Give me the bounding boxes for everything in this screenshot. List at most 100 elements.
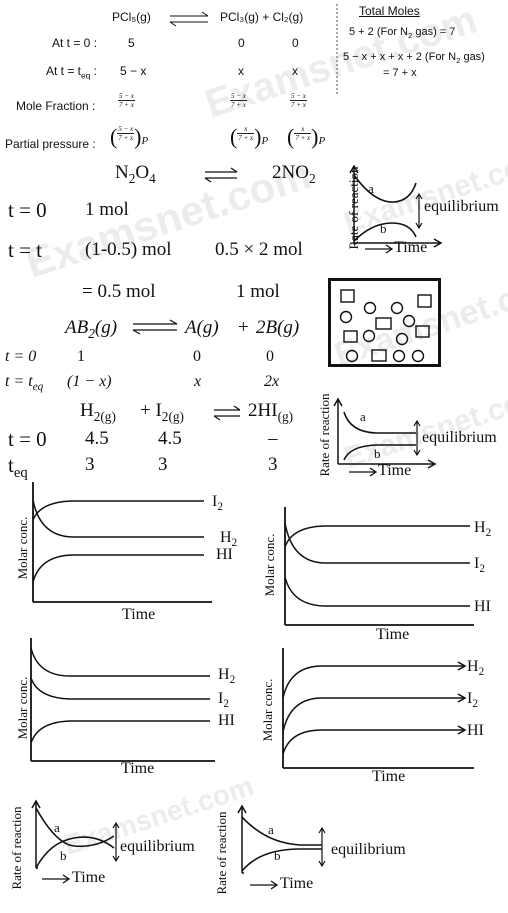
particle-box — [328, 278, 441, 367]
label-b: b — [374, 446, 381, 461]
n2o4-tt-reactant: (1-0.5) mol — [85, 239, 172, 260]
i2-label: I2 — [218, 690, 229, 711]
ab2-reactant: AB2(g) — [65, 317, 118, 341]
ab2-t0-c: 0 — [266, 348, 274, 365]
i2-label: I2 — [467, 690, 478, 711]
conc-graph-ylabel: Molar conc. — [262, 533, 277, 597]
n2o4-tt-product: 0.5 × 2 mol — [215, 239, 303, 260]
label-a: a — [368, 181, 374, 196]
h2-label: H2 — [220, 529, 238, 550]
h2i2-product: 2HI(g) — [248, 400, 294, 424]
ab2-product-b: 2B(g) — [256, 317, 300, 338]
n2o4-product: 2NO2 — [272, 162, 316, 186]
n2o4-t0-value: 1 mol — [85, 199, 129, 220]
rate-graph-ylabel: Rate of reaction — [317, 393, 332, 477]
equilibrium-label: equilibrium — [424, 198, 499, 215]
t0-pcl3: 0 — [238, 36, 245, 50]
arrow-right-icon — [365, 244, 394, 254]
h2i2-reactant-i2: + I2(g) — [140, 400, 184, 424]
n2o4-result-reactant: = 0.5 mol — [82, 281, 156, 302]
label-a: a — [54, 820, 60, 835]
conc-graph-ylabel: Molar conc. — [15, 676, 30, 740]
hi-label: HI — [216, 546, 233, 563]
total-moles-title: Total Moles — [359, 4, 420, 18]
rate-graph-xlabel: Time — [72, 869, 106, 886]
n2o4-t0-label: t = 0 — [8, 198, 47, 222]
arrow-right-icon — [349, 467, 378, 477]
arrow-right-icon — [42, 874, 71, 884]
n2o4-tt-label: t = t — [8, 238, 43, 262]
label-b: b — [274, 848, 281, 863]
ab2-plus: + — [238, 317, 249, 338]
label-a: a — [268, 822, 274, 837]
ab2-teq-a: (1 − x) — [67, 373, 112, 390]
ab2-teq-label: t = teq — [5, 373, 44, 394]
conc-graph-xlabel: Time — [372, 768, 406, 785]
pcl5-products: PCl₃(g) + Cl₂(g) — [220, 10, 304, 24]
ab2-t0-label: t = 0 — [5, 348, 37, 365]
arrow-right-icon — [250, 880, 279, 890]
conc-graph-plot — [32, 482, 212, 603]
equilibrium-arrow-icon — [213, 405, 241, 421]
pcl5-reactant: PCl₅(g) — [112, 10, 151, 24]
rate-graph-ylabel: Rate of reaction — [9, 806, 24, 890]
rate-graph-plot — [237, 804, 326, 874]
hi-label: HI — [218, 712, 235, 729]
h2i2-teq-label: teq — [8, 453, 28, 482]
equilibrium-arrow-icon — [132, 319, 178, 335]
h2i2-reactant-h2: H2(g) — [80, 400, 116, 424]
conc-graph-plot — [282, 648, 474, 769]
label-a: a — [360, 409, 366, 424]
h2-label: H2 — [474, 519, 492, 540]
teq-pcl3: x — [238, 64, 244, 78]
total-moles-eq: 5 − x + x + x + 2 (For N2 gas) — [343, 51, 485, 66]
h2i2-t0-h2: 4.5 — [85, 428, 109, 449]
label-b: b — [60, 848, 67, 863]
equilibrium-label: equilibrium — [422, 429, 497, 446]
t0-cl2: 0 — [292, 36, 299, 50]
partial-pressure-label: Partial pressure : — [5, 137, 96, 151]
conc-graph-xlabel: Time — [122, 606, 156, 623]
row-teq-label: At t = teq : — [46, 64, 98, 81]
conc-graph-ylabel: Molar conc. — [15, 516, 30, 580]
ab2-t0-a: 1 — [77, 348, 85, 365]
h2i2-teq-h2: 3 — [85, 454, 95, 475]
conc-graph-plot — [284, 507, 474, 626]
h2-label: H2 — [467, 658, 485, 679]
rate-graph-ylabel: Rate of reaction — [214, 811, 229, 895]
ab2-product-a: A(g) — [185, 317, 219, 338]
rate-graph-plot — [31, 799, 120, 869]
equilibrium-label: equilibrium — [331, 841, 406, 858]
label-b: b — [380, 221, 387, 236]
n2o4-reactant: N2O4 — [115, 162, 156, 186]
divider — [336, 4, 338, 94]
equilibrium-arrow-icon — [204, 167, 238, 183]
i2-label: I2 — [212, 493, 223, 514]
n2o4-result-product: 1 mol — [236, 281, 280, 302]
total-moles-result: = 7 + x — [383, 67, 417, 79]
h2-label: H2 — [218, 666, 236, 687]
conc-graph-xlabel: Time — [121, 760, 155, 777]
ab2-teq-c: 2x — [264, 373, 280, 390]
i2-label: I2 — [474, 555, 485, 576]
conc-graph-plot — [30, 638, 215, 762]
mole-fraction-label: Mole Fraction : — [16, 99, 96, 113]
ab2-teq-b: x — [194, 373, 202, 390]
equilibrium-arrow-icon — [169, 11, 209, 27]
equilibrium-label: equilibrium — [120, 838, 195, 855]
teq-pcl5: 5 − x — [120, 64, 147, 78]
rate-graph-xlabel: Time — [378, 462, 412, 479]
h2i2-t0-i2: 4.5 — [158, 428, 182, 449]
hi-label: HI — [474, 598, 491, 615]
row-t0-label: At t = 0 : — [52, 36, 98, 50]
hi-label: HI — [467, 722, 484, 739]
h2i2-teq-hi: 3 — [268, 454, 278, 475]
rate-graph-xlabel: Time — [280, 875, 314, 892]
rate-graph-xlabel: Time — [394, 239, 428, 256]
